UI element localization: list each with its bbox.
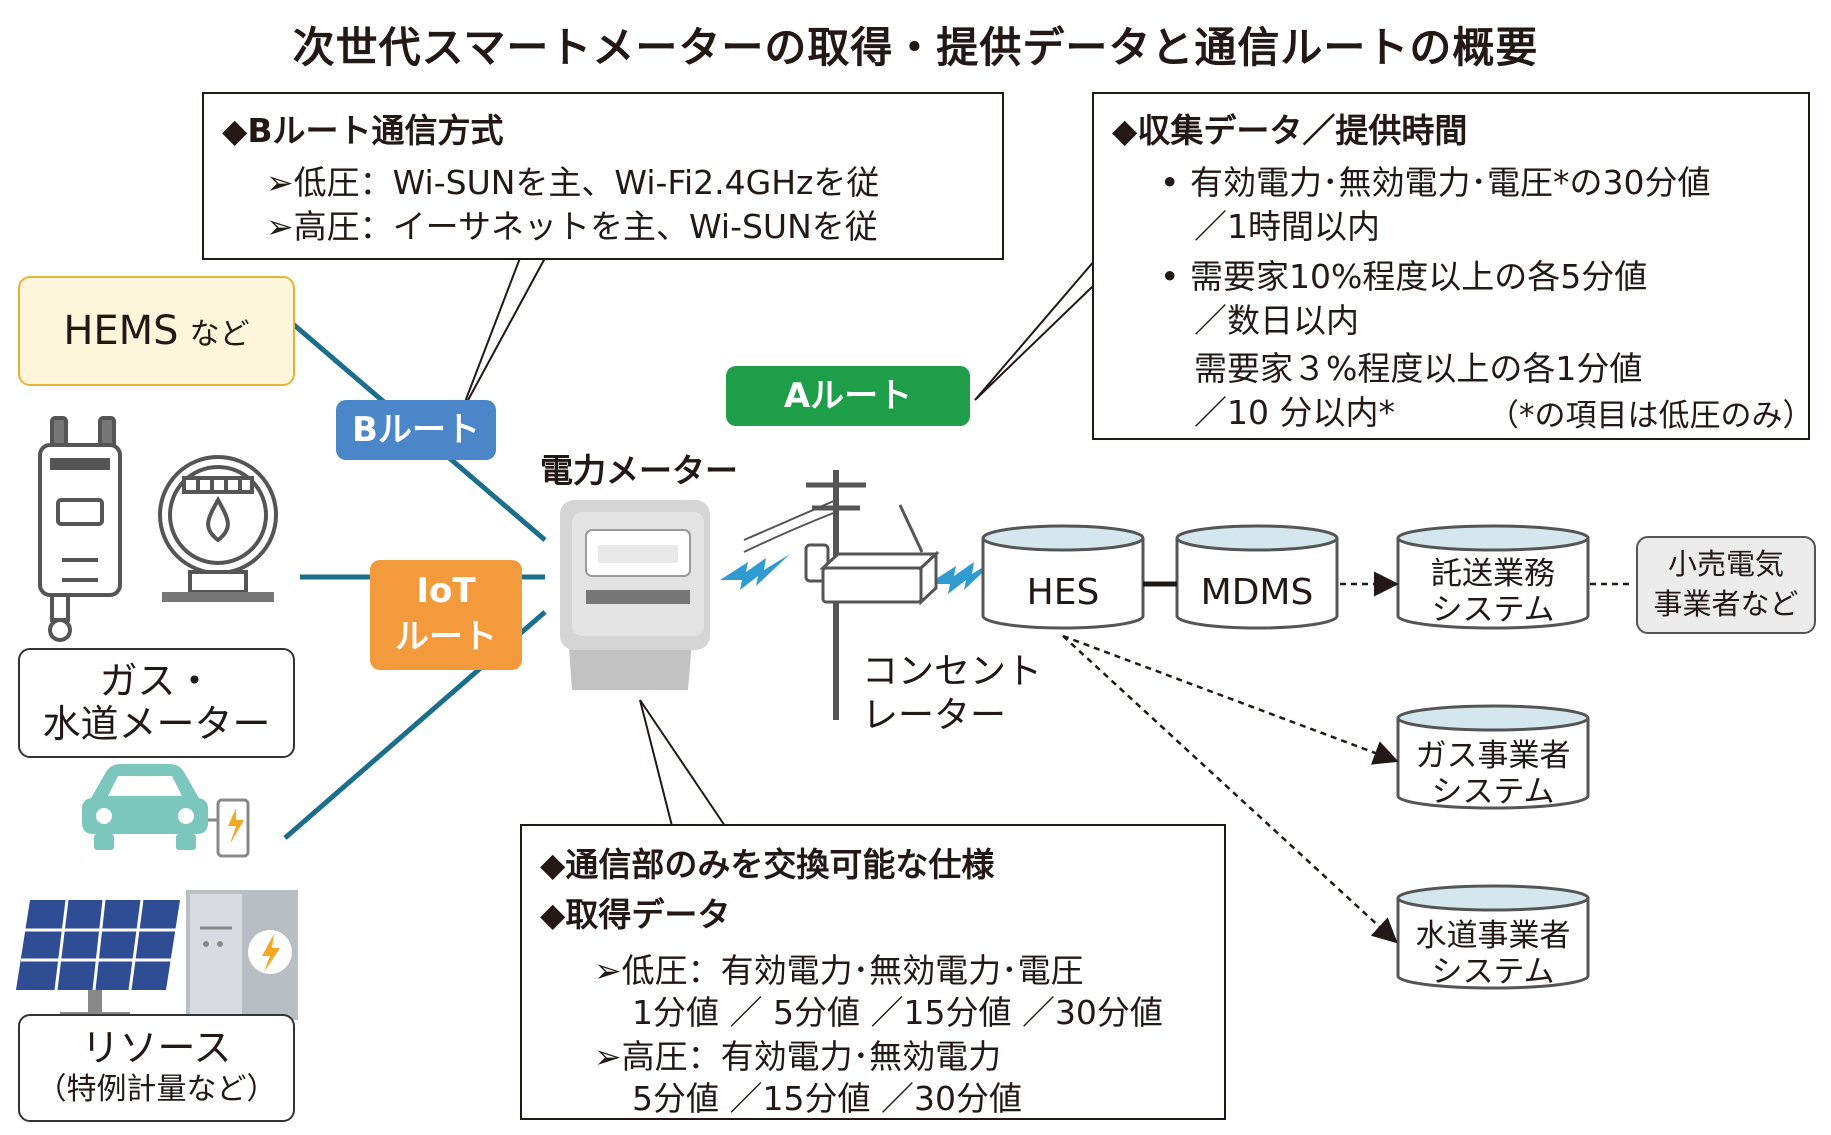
hes-label: HES — [1026, 572, 1100, 613]
iot-route-label-1: IoT — [416, 571, 476, 611]
battery-icon — [186, 890, 298, 1020]
gas-system-label-1: ガス事業者 — [1415, 738, 1571, 774]
collect-bullet-1-sub: ／1時間以内 — [1194, 207, 1380, 246]
collect-bullet-2: • 需要家10%程度以上の各5分値 — [1160, 257, 1648, 296]
iot-route-label-2: ルート — [395, 617, 497, 657]
diagram-title: 次世代スマートメーターの取得・提供データと通信ルートの概要 — [292, 23, 1539, 72]
electric-meter-icon — [560, 500, 710, 690]
b-route-badge: Bルート — [336, 400, 496, 460]
a-route-badge: Aルート — [726, 366, 970, 426]
gas-water-label-1: ガス・ — [99, 659, 214, 703]
meter-low-voltage: ➢低圧：有効電力･無効電力･電圧 — [594, 951, 1084, 990]
meter-spec-heading-1: ◆通信部のみを交換可能な仕様 — [540, 845, 995, 884]
collect-bullet-2-sub: ／数日以内 — [1194, 301, 1359, 340]
meter-spec-box: ◆通信部のみを交換可能な仕様 ◆取得データ ➢低圧：有効電力･無効電力･電圧 1… — [520, 824, 1226, 1120]
retail-label-1: 小売電気 — [1667, 547, 1784, 581]
gas-system-cylinder — [1396, 704, 1590, 810]
retail-box: 小売電気 事業者など — [1636, 536, 1816, 634]
takuso-label-1: 託送業務 — [1431, 556, 1555, 592]
meter-low-voltage-intervals: 1分値 ／ 5分値 ／15分値 ／30分値 — [632, 993, 1163, 1032]
collect-line-3: 需要家３%程度以上の各1分値 — [1194, 349, 1643, 388]
meter-high-voltage: ➢高圧：有効電力･無効電力 — [594, 1037, 1002, 1076]
resource-label-1: リソース — [81, 1026, 232, 1070]
resource-label-2: （特例計量など） — [36, 1072, 277, 1107]
water-system-label-2: システム — [1431, 954, 1555, 990]
b-box-tail — [459, 257, 546, 416]
b-route-heading: ◆Bルート通信方式 — [222, 111, 504, 150]
gas-system-label: ガス事業者 システム — [1398, 738, 1588, 810]
retail-label-2: 事業者など — [1653, 587, 1799, 621]
hems-suffix: など — [189, 317, 250, 352]
collect-line-4: ／10 分以内* — [1194, 393, 1395, 432]
mdms-cylinder — [1175, 524, 1339, 630]
data-flow-arrows — [1062, 571, 1632, 944]
concentrator-label-1: コンセント — [862, 651, 1043, 692]
collect-bullet-1: • 有効電力･無効電力･電圧*の30分値 — [1160, 163, 1711, 202]
meter-high-voltage-intervals: 5分値 ／15分値 ／30分値 — [632, 1079, 1022, 1118]
b-route-high-voltage: ➢高圧：イーサネットを主、Wi-SUNを従 — [266, 207, 878, 246]
mdms-label: MDMS — [1200, 572, 1314, 613]
hems-box: HEMS など — [18, 276, 295, 386]
collect-data-box: ◆収集データ／提供時間 • 有効電力･無効電力･電圧*の30分値 ／1時間以内 … — [1092, 92, 1814, 440]
ev-car-icon — [82, 764, 250, 858]
resource-box: リソース （特例計量など） — [18, 1014, 295, 1122]
gas-water-meter-box: ガス・ 水道メーター — [18, 648, 295, 758]
b-route-spec-box: ◆Bルート通信方式 ➢低圧：Wi-SUNを主、Wi-Fi2.4GHzを従 ➢高圧… — [202, 92, 1004, 260]
collect-data-heading: ◆収集データ／提供時間 — [1112, 111, 1468, 150]
solar-panel-icon — [16, 899, 180, 1022]
water-system-label-1: 水道事業者 — [1415, 918, 1571, 954]
takuso-label-2: システム — [1431, 592, 1555, 628]
wireless-signal-icon — [720, 554, 998, 594]
concentrator-label-2: レーター — [862, 695, 1007, 736]
takuso-label: 託送業務 システム — [1398, 556, 1588, 628]
collect-box-tail — [974, 259, 1121, 401]
meter-box-tail — [639, 699, 726, 827]
meter-spec-heading-2: ◆取得データ — [540, 895, 731, 934]
b-route-low-voltage: ➢低圧：Wi-SUNを主、Wi-Fi2.4GHzを従 — [266, 163, 880, 202]
concentrator-pole-icon — [743, 470, 940, 720]
hems-label: HEMS — [63, 308, 179, 354]
water-meter-icon — [158, 455, 278, 602]
water-system-cylinder — [1396, 884, 1590, 990]
electric-meter-label: 電力メーター — [540, 451, 738, 490]
water-system-label: 水道事業者 システム — [1398, 918, 1588, 990]
gas-water-label-2: 水道メーター — [42, 702, 271, 746]
iot-route-badge: IoT ルート — [370, 560, 522, 670]
takuso-cylinder — [1396, 524, 1590, 630]
gas-system-label-2: システム — [1431, 774, 1555, 810]
collect-note: （*の項目は低圧のみ） — [1488, 398, 1814, 434]
hes-cylinder — [981, 524, 1145, 630]
gas-meter-icon — [38, 416, 122, 642]
